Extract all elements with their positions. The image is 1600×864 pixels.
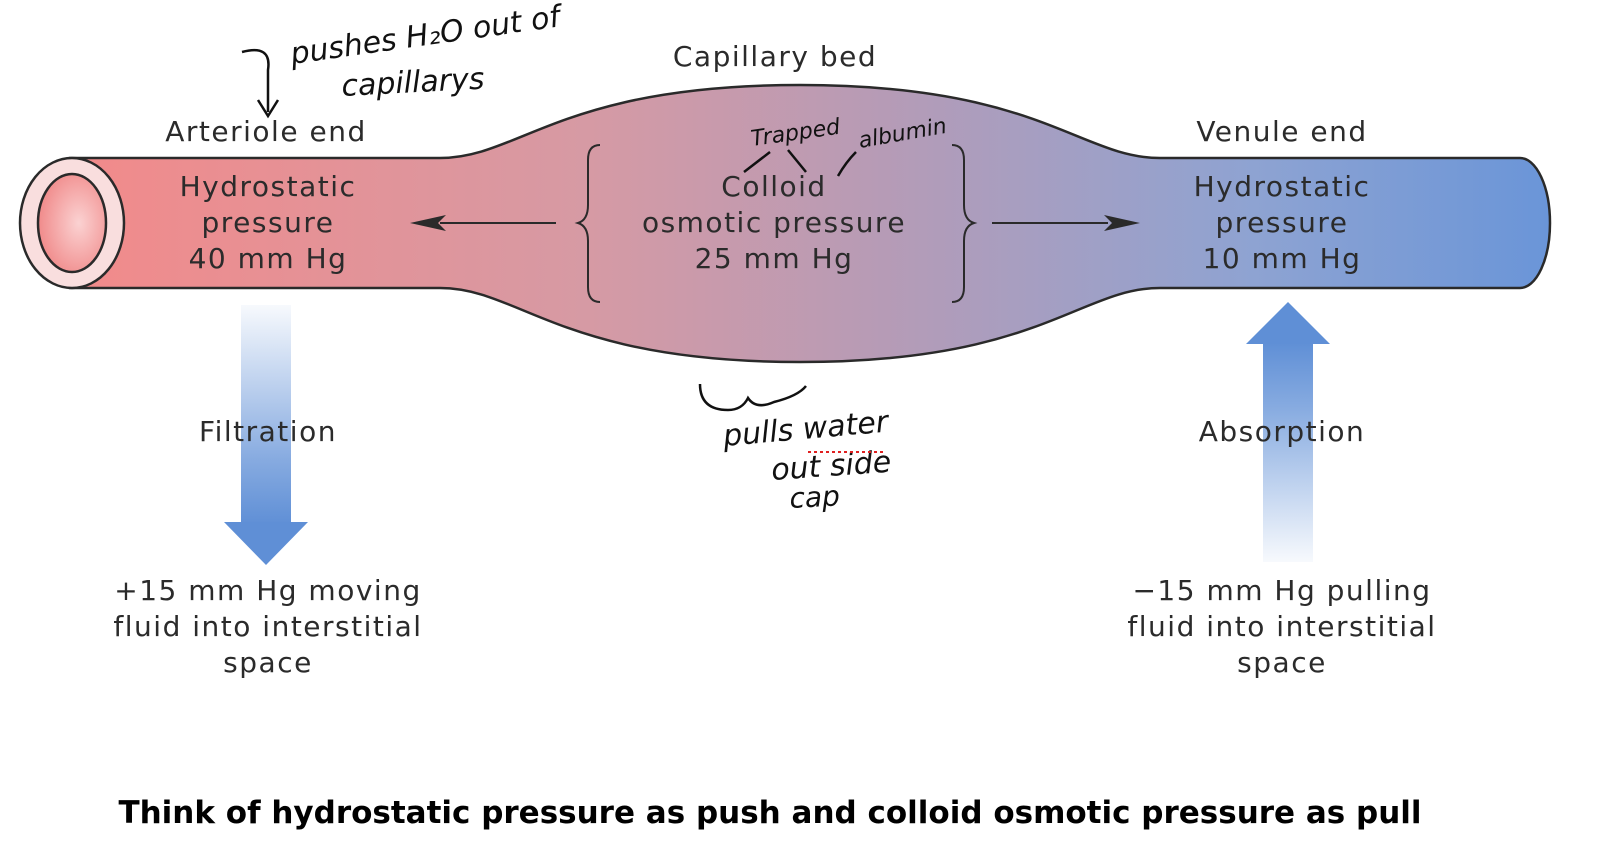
filtration-label: Filtration	[199, 415, 337, 448]
pushes-annotation-line-2: capillarys	[341, 62, 486, 104]
pulls-annotation-line-2: out side	[770, 445, 892, 488]
right-result-line-3: space	[1237, 646, 1327, 679]
caption: Think of hydrostatic pressure as push an…	[0, 795, 1600, 831]
vessel-opening-inner	[36, 172, 108, 274]
right-pressure-line-1: Hydrostatic	[1194, 170, 1371, 203]
right-result-line-2: fluid into interstitial	[1127, 610, 1436, 643]
pulls-annotation-brace	[698, 383, 807, 412]
left-brace	[574, 144, 601, 303]
pushes-annotation-line-1: pushes H₂O out of	[287, 0, 566, 72]
pulls-annotation-line-3: cap	[789, 479, 841, 515]
capillary-bed-title: Capillary bed	[673, 40, 877, 73]
right-arrowhead	[1104, 215, 1140, 231]
pushes-annotation-arrow	[241, 48, 270, 112]
caption-text: Think of hydrostatic pressure as push an…	[118, 795, 1422, 831]
venule-end-label: Venule end	[1196, 115, 1367, 148]
albumin-pointer	[836, 151, 857, 177]
left-result-line-2: fluid into interstitial	[113, 610, 422, 643]
trapped-pointer	[743, 149, 807, 173]
left-result-line-3: space	[223, 646, 313, 679]
left-arrowhead	[410, 215, 446, 231]
absorption-label: Absorption	[1199, 415, 1366, 448]
pushes-arrowhead	[256, 99, 280, 119]
left-pressure-value: 40 mm Hg	[189, 242, 348, 275]
right-brace	[951, 144, 978, 303]
right-pressure-value: 10 mm Hg	[1203, 242, 1362, 275]
left-pressure-line-1: Hydrostatic	[180, 170, 357, 203]
arteriole-end-label: Arteriole end	[165, 115, 366, 148]
vessel-body	[68, 83, 1552, 364]
center-pressure-value: 25 mm Hg	[695, 242, 854, 275]
center-pressure-line-2: osmotic pressure	[642, 206, 906, 239]
right-pressure-line-2: pressure	[1216, 206, 1349, 239]
center-pressure-line-1: Colloid	[721, 170, 826, 203]
left-result-line-1: +15 mm Hg moving	[114, 574, 421, 607]
left-pressure-line-2: pressure	[202, 206, 335, 239]
filtration-arrow	[224, 305, 308, 565]
right-result-line-1: −15 mm Hg pulling	[1132, 574, 1431, 607]
absorption-arrow	[1246, 302, 1330, 562]
